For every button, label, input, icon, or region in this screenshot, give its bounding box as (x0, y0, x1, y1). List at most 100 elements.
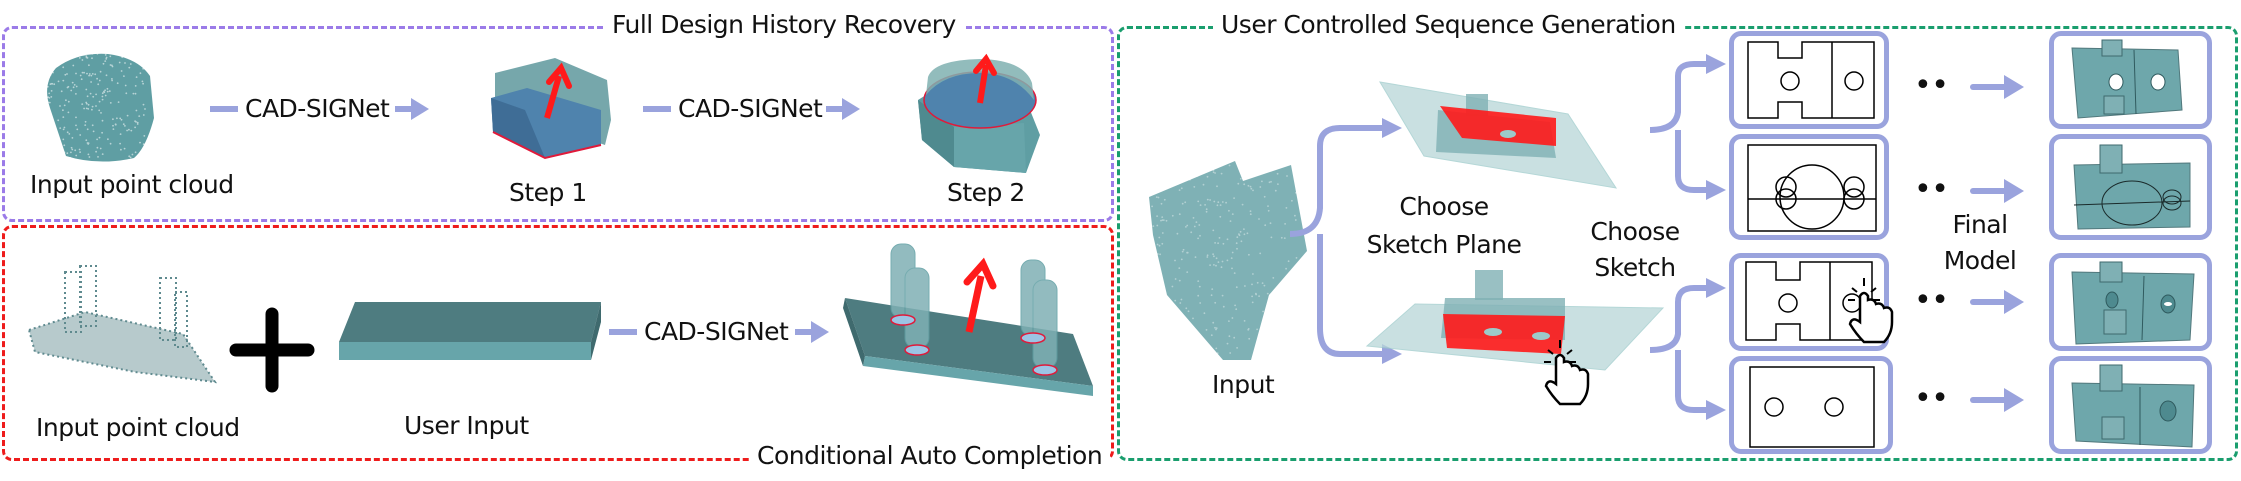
point-speckle (1289, 277, 1292, 280)
point-speckle (78, 57, 81, 59)
point-speckle (120, 70, 123, 72)
point-speckle (1186, 271, 1189, 273)
point-speckle (1251, 301, 1254, 304)
point-speckle (1252, 273, 1254, 275)
point-speckle (1194, 256, 1197, 258)
point-speckle (1274, 189, 1277, 192)
point-speckle (72, 86, 75, 89)
ellipsis-row-4: •• (1914, 381, 1949, 416)
point-speckle (120, 118, 123, 121)
point-speckle (92, 130, 95, 133)
point-speckle (129, 57, 132, 60)
point-speckle (75, 93, 77, 95)
point-speckle (46, 65, 49, 67)
point-speckle (1294, 219, 1297, 221)
point-speckle (119, 133, 122, 135)
branch-arrows-planes (1289, 118, 1402, 364)
point-speckle (88, 64, 90, 67)
point-speckle (1297, 170, 1300, 173)
point-speckle (1270, 236, 1273, 239)
point-speckle (1291, 199, 1293, 202)
point-speckle (1221, 164, 1223, 167)
point-speckle (1197, 294, 1200, 297)
point-speckle (134, 126, 136, 129)
point-speckle (62, 66, 65, 69)
point-speckle (103, 90, 105, 93)
point-speckle (1228, 164, 1231, 167)
point-speckle (66, 131, 69, 134)
point-speckle (1155, 186, 1158, 189)
point-speckle (1230, 257, 1233, 259)
pointer-hand-icon-sketch (1848, 278, 1894, 344)
point-speckle (1163, 156, 1166, 159)
point-speckle (101, 98, 104, 101)
point-speckle (1155, 182, 1157, 185)
point-speckle (42, 87, 45, 90)
point-speckle (85, 139, 88, 142)
point-speckle (44, 86, 46, 88)
point-speckle (38, 74, 41, 76)
point-speckle (1193, 225, 1196, 228)
point-speckle (1239, 230, 1242, 233)
point-speckle (1294, 214, 1296, 217)
input-point-cloud-3 (1142, 154, 1307, 360)
point-speckle (1284, 223, 1286, 225)
user-input-slab (339, 302, 601, 360)
point-speckle (1157, 272, 1160, 274)
point-speckle (1280, 236, 1283, 239)
point-speckle (57, 80, 60, 83)
point-speckle (1297, 332, 1299, 335)
point-speckle (84, 124, 87, 126)
sketch-option-1[interactable] (1729, 31, 1889, 129)
point-speckle (1215, 327, 1218, 329)
point-speckle (1150, 224, 1153, 227)
point-speckle (45, 144, 48, 146)
sketch-option-2[interactable] (1729, 134, 1889, 240)
point-speckle (80, 50, 82, 53)
point-speckle (1187, 310, 1190, 313)
point-speckle (1206, 254, 1209, 257)
point-speckle (98, 100, 101, 103)
point-speckle (69, 156, 72, 159)
point-speckle (62, 109, 64, 112)
point-speckle (1254, 157, 1257, 159)
point-speckle (75, 85, 78, 88)
point-speckle (1184, 201, 1187, 204)
point-speckle (1236, 154, 1239, 157)
point-speckle (86, 95, 89, 98)
point-speckle (1157, 281, 1160, 284)
point-speckle (1287, 298, 1289, 301)
point-speckle (1162, 312, 1164, 315)
point-speckle (1284, 288, 1287, 291)
point-speckle (1243, 320, 1246, 322)
input-point-cloud-2 (27, 265, 218, 384)
point-speckle (1241, 171, 1244, 174)
point-speckle (1297, 265, 1300, 267)
point-speckle (71, 49, 74, 52)
user-input-label: User Input (404, 411, 529, 440)
point-speckle (75, 116, 77, 119)
point-speckle (1235, 308, 1238, 311)
point-speckle (97, 156, 99, 158)
point-speckle (48, 101, 51, 104)
point-speckle (1261, 180, 1263, 183)
point-speckle (1236, 347, 1238, 349)
point-speckle (85, 88, 88, 91)
point-speckle (1231, 267, 1233, 270)
step2-nut-model (918, 53, 1040, 173)
point-speckle (116, 117, 118, 120)
point-speckle (50, 96, 53, 98)
point-speckle (141, 47, 144, 50)
point-speckle (74, 149, 77, 152)
point-speckle (55, 51, 58, 53)
sketch-option-4[interactable] (1729, 356, 1893, 454)
point-speckle (1163, 298, 1166, 301)
point-speckle (1174, 278, 1177, 280)
point-speckle (1163, 198, 1166, 201)
point-speckle (95, 150, 97, 153)
point-speckle (1217, 201, 1220, 204)
point-speckle (1268, 337, 1270, 339)
point-speckle (1176, 183, 1179, 185)
point-speckle (1243, 228, 1245, 230)
point-speckle (1296, 275, 1298, 278)
